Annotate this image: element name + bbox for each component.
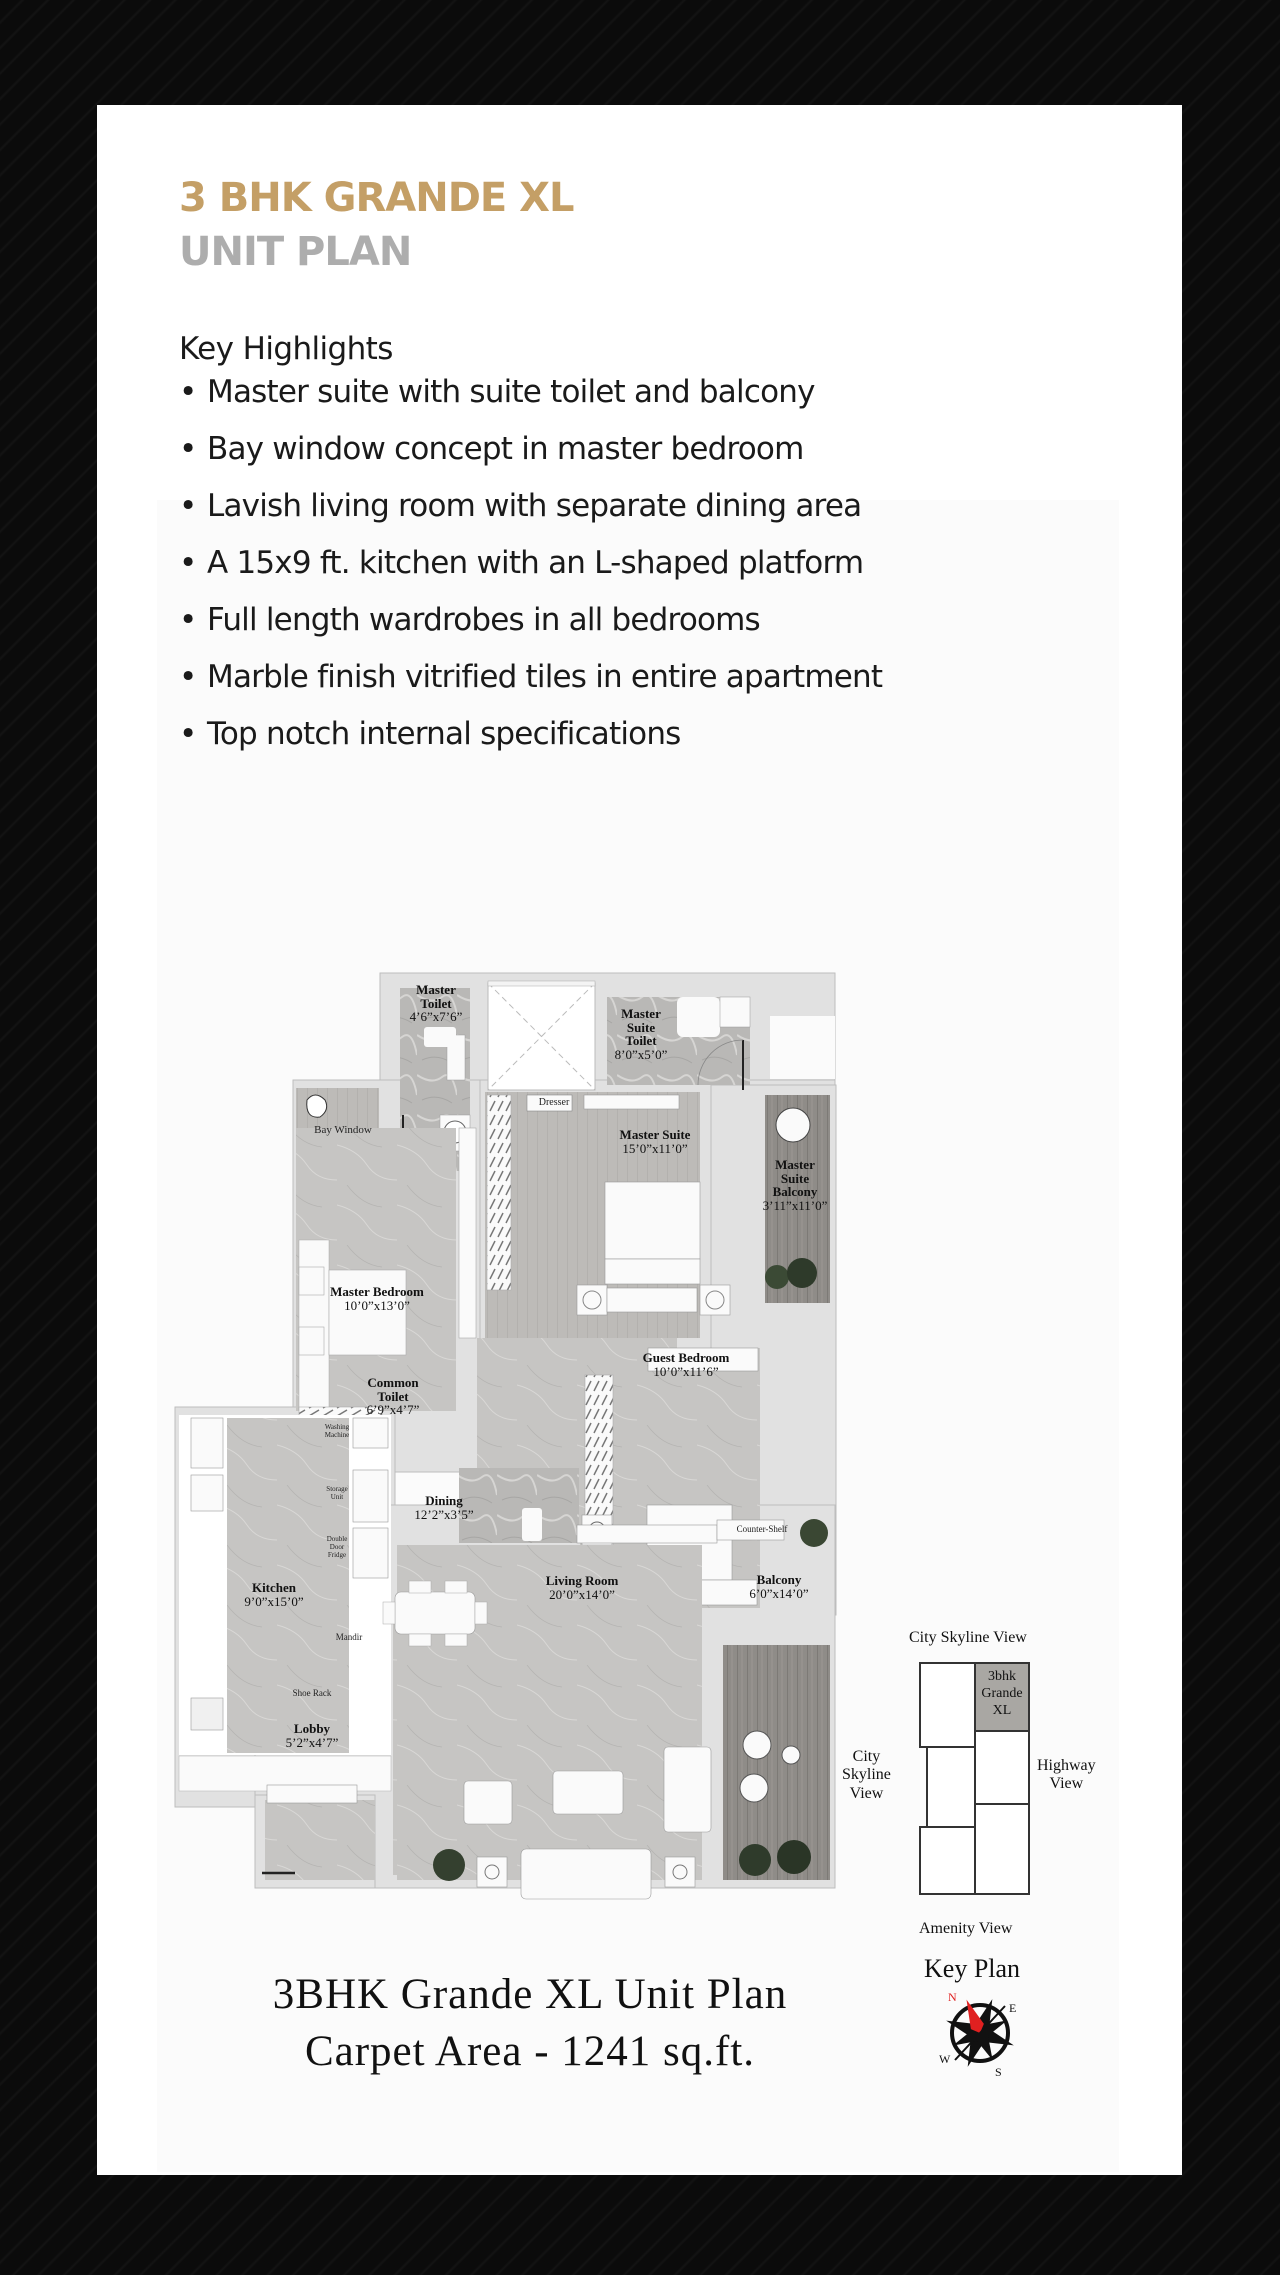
compass-icon: N E W S (939, 1990, 1016, 2078)
bullet-icon: • (179, 488, 197, 524)
svg-text:E: E (1009, 2001, 1016, 2015)
room-label-lobby: Lobby 5’2”x4’7” (285, 1721, 339, 1750)
brochure-card: 3 BHK GRANDE XL UNIT PLAN Key Highlights… (97, 105, 1182, 2175)
dresser-label: Dresser (538, 1097, 570, 1108)
key-plan-bottom-view: Amenity View (919, 1920, 1013, 1937)
svg-text:S: S (995, 2065, 1002, 2078)
balcony-floor (723, 1645, 830, 1880)
bullet-icon: • (179, 659, 197, 695)
mandir-label: Mandir (335, 1632, 363, 1642)
notch (770, 1016, 835, 1079)
key-plan-block (919, 1662, 976, 1748)
highlights-heading: Key Highlights (179, 331, 393, 367)
key-plan-block (974, 1803, 1030, 1895)
bullet-icon: • (179, 431, 197, 467)
page-title: 3 BHK GRANDE XL (179, 175, 574, 221)
room-label-master-suite: Master Suite 15’0”x11’0” (619, 1127, 691, 1156)
highlight-item: •Full length wardrobes in all bedrooms (179, 592, 882, 649)
bullet-icon: • (179, 374, 197, 410)
counter-shelf-label: Counter-Shelf (736, 1524, 788, 1534)
svg-text:W: W (939, 2052, 951, 2066)
room-label-balcony: Balcony 6’0”x14’0” (749, 1572, 809, 1601)
room-label-master-suite-balcony: Master Suite Balcony 3’11”x11’0” (762, 1157, 828, 1213)
key-plan-block (926, 1746, 976, 1828)
svg-text:N: N (948, 1990, 957, 2004)
page-subtitle: UNIT PLAN (179, 229, 412, 275)
room-label-kitchen: Kitchen 9’0”x15’0” (244, 1580, 304, 1609)
highlight-item: •A 15x9 ft. kitchen with an L-shaped pla… (179, 535, 882, 592)
highlight-item: •Marble finish vitrified tiles in entire… (179, 649, 883, 706)
highlight-item: •Lavish living room with separate dining… (179, 478, 882, 535)
caption-plan-name: 3BHK Grande XL Unit Plan (272, 1971, 788, 2018)
highlights-list: •Master suite with suite toilet and balc… (179, 374, 883, 786)
bullet-icon: • (179, 716, 197, 752)
kitchen-floor (227, 1418, 349, 1753)
room-label-master-suite-toilet: Master Suite Toilet 8’0”x5’0” (614, 1006, 668, 1062)
highlight-item: •Bay window concept in master bedroom (179, 421, 882, 478)
key-plan-title: Key Plan (924, 1954, 1021, 1983)
bullet-icon: • (179, 602, 197, 638)
floor-plan: Master Toilet 4’6”x7’6” Master Suite Toi… (97, 105, 1182, 2175)
bullet-icon: • (179, 545, 197, 581)
room-label-dining: Dining 12’2”x3’5” (414, 1493, 474, 1522)
room-label-guest-bedroom: Guest Bedroom 10’0”x11’6” (642, 1350, 730, 1379)
bay-window-label: Bay Window (314, 1124, 372, 1136)
room-label-master-toilet: Master Toilet 4’6”x7’6” (409, 982, 463, 1025)
key-plan-block (919, 1826, 976, 1895)
key-plan-top-view: City Skyline View (909, 1629, 1027, 1646)
room-label-common-toilet: Common Toilet 6’9”x4’7” (366, 1375, 420, 1418)
room-label-master-bedroom: Master Bedroom 10’0”x13’0” (330, 1284, 424, 1313)
floor-plan-drawing (174, 972, 837, 1900)
lobby-floor (265, 1800, 375, 1880)
room-label-living-room: Living Room 20’0”x14’0” (545, 1573, 619, 1602)
key-plan-block (974, 1730, 1030, 1805)
common-toilet-floor (459, 1468, 579, 1543)
highlight-item: •Top notch internal specifications (179, 706, 882, 763)
caption-carpet-area: Carpet Area - 1241 sq.ft. (304, 2028, 756, 2075)
shoe-rack-label: Shoe Rack (292, 1688, 332, 1698)
highlight-item: •Master suite with suite toilet and balc… (179, 364, 882, 421)
